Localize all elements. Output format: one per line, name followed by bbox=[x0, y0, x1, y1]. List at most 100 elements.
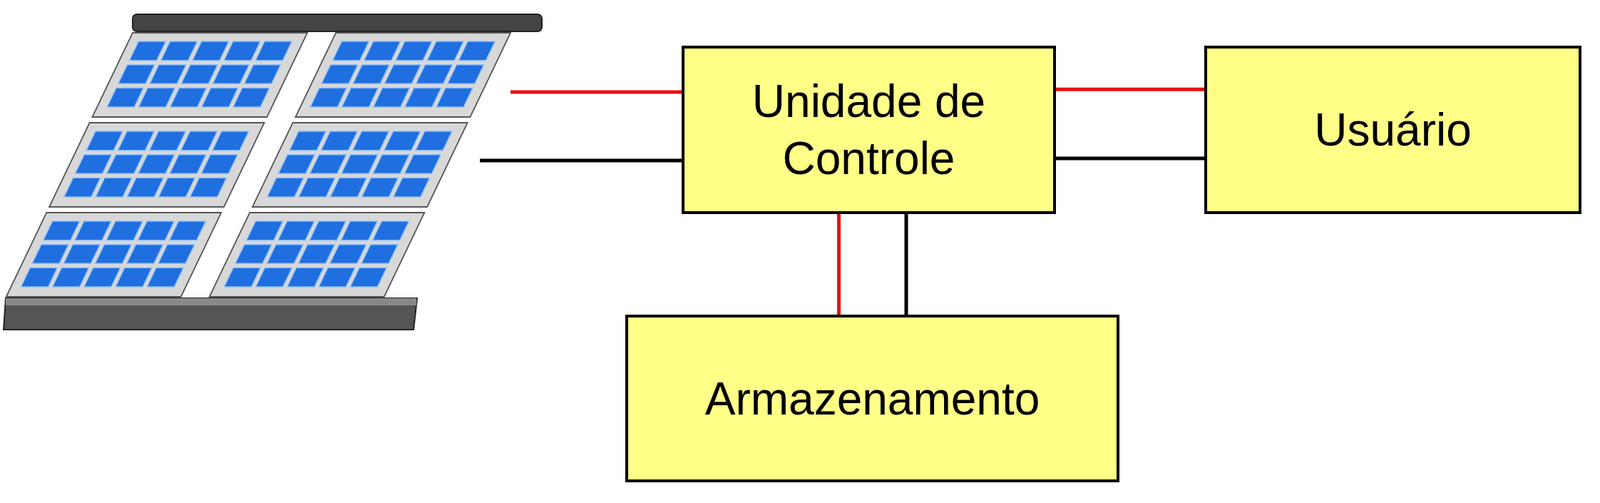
solar-cell bbox=[298, 177, 336, 197]
solar-cell bbox=[149, 131, 187, 151]
user-box: Usuário bbox=[1204, 45, 1582, 214]
solar-cell bbox=[126, 244, 164, 264]
positive-wire bbox=[1055, 87, 1205, 92]
power-connector bbox=[1055, 89, 1205, 159]
module-frame bbox=[91, 32, 308, 117]
storage-box: Armazenamento bbox=[625, 314, 1120, 482]
solar-cell bbox=[161, 41, 198, 61]
solar-cell bbox=[223, 41, 261, 61]
solar-cell bbox=[158, 177, 195, 197]
solar-cell bbox=[235, 244, 272, 264]
panel-bottom-rail bbox=[3, 298, 418, 330]
negative-wire bbox=[1055, 156, 1205, 161]
box-label: Usuário bbox=[1314, 101, 1472, 159]
solar-cell bbox=[287, 267, 324, 287]
solar-cell bbox=[118, 64, 155, 85]
solar-cell bbox=[320, 131, 358, 151]
solar-cell bbox=[190, 177, 227, 197]
solar-cell bbox=[321, 64, 358, 85]
solar-cell bbox=[129, 41, 166, 61]
solar-cell bbox=[149, 64, 187, 85]
panel-wire-positive bbox=[510, 90, 685, 95]
control-unit-box: Unidade de Controle bbox=[681, 45, 1056, 214]
solar-cell bbox=[340, 221, 378, 241]
solar-cell bbox=[458, 41, 495, 61]
solar-cell bbox=[212, 64, 249, 85]
solar-cell bbox=[43, 221, 80, 241]
solar-cell bbox=[138, 87, 175, 107]
solar-cell bbox=[309, 221, 346, 241]
solar-cell bbox=[138, 154, 175, 174]
solar-modules bbox=[6, 32, 511, 297]
solar-cell bbox=[106, 87, 144, 107]
solar-cell bbox=[192, 41, 229, 61]
solar-cell bbox=[278, 154, 315, 174]
panel-bottom-rail-highlight bbox=[5, 298, 417, 306]
solar-cell bbox=[447, 64, 485, 85]
solar-cell bbox=[266, 244, 304, 264]
box-label: Armazenamento bbox=[705, 370, 1041, 428]
solar-cell bbox=[415, 131, 453, 151]
positive-wire bbox=[837, 213, 841, 315]
solar-cell bbox=[361, 177, 398, 197]
solar-cell bbox=[233, 87, 270, 107]
solar-cell bbox=[372, 154, 410, 174]
solar-cell bbox=[393, 177, 430, 197]
solar-cell bbox=[74, 221, 112, 241]
box-label: Unidade de Controle bbox=[695, 72, 1042, 187]
solar-cell bbox=[436, 87, 473, 107]
module-frame bbox=[209, 212, 425, 297]
solar-cell bbox=[64, 177, 101, 197]
solar-cell bbox=[181, 64, 218, 85]
solar-cell bbox=[330, 177, 367, 197]
solar-cell bbox=[361, 244, 398, 264]
solar-cell bbox=[310, 154, 347, 174]
solar-cell bbox=[146, 267, 184, 287]
solar-cell bbox=[395, 41, 433, 61]
solar-cell bbox=[384, 64, 421, 85]
module-frame bbox=[49, 122, 265, 207]
solar-cell bbox=[267, 177, 304, 197]
solar-cell bbox=[84, 267, 121, 287]
solar-cell bbox=[94, 244, 132, 264]
solar-cell bbox=[201, 154, 238, 174]
solar-cell bbox=[212, 131, 249, 151]
panel-top-rail bbox=[132, 14, 542, 32]
solar-cell bbox=[32, 244, 69, 264]
solar-cell bbox=[289, 131, 326, 151]
solar-cell bbox=[330, 244, 367, 264]
solar-cell bbox=[352, 64, 390, 85]
solar-cell bbox=[255, 41, 292, 61]
solar-cell bbox=[170, 87, 207, 107]
solar-cell bbox=[427, 41, 464, 61]
solar-cell bbox=[384, 131, 421, 151]
power-connector bbox=[839, 213, 907, 315]
solar-cell bbox=[278, 221, 315, 241]
solar-cell bbox=[364, 41, 401, 61]
solar-cell bbox=[169, 154, 207, 174]
solar-cell bbox=[341, 154, 378, 174]
solar-cell bbox=[415, 64, 453, 85]
solar-cell bbox=[404, 87, 442, 107]
solar-cell bbox=[117, 131, 155, 151]
solar-cell bbox=[115, 267, 152, 287]
solar-cell bbox=[63, 244, 100, 264]
solar-cell bbox=[404, 154, 441, 174]
negative-wire bbox=[904, 213, 909, 315]
module-frame bbox=[6, 212, 222, 297]
module-frame bbox=[295, 32, 511, 117]
solar-cell bbox=[181, 131, 218, 151]
solar-cell bbox=[74, 154, 112, 174]
solar-cell bbox=[20, 267, 58, 287]
solar-cell bbox=[106, 154, 144, 174]
solar-cell bbox=[318, 267, 356, 287]
solar-cell bbox=[332, 41, 369, 61]
panel-wire-negative bbox=[479, 159, 685, 163]
solar-cell bbox=[137, 221, 174, 241]
solar-cell bbox=[350, 267, 387, 287]
solar-cell bbox=[341, 87, 378, 107]
solar-cell bbox=[372, 221, 410, 241]
solar-cell bbox=[298, 244, 335, 264]
solar-cell bbox=[244, 64, 281, 85]
solar-cell bbox=[126, 177, 164, 197]
